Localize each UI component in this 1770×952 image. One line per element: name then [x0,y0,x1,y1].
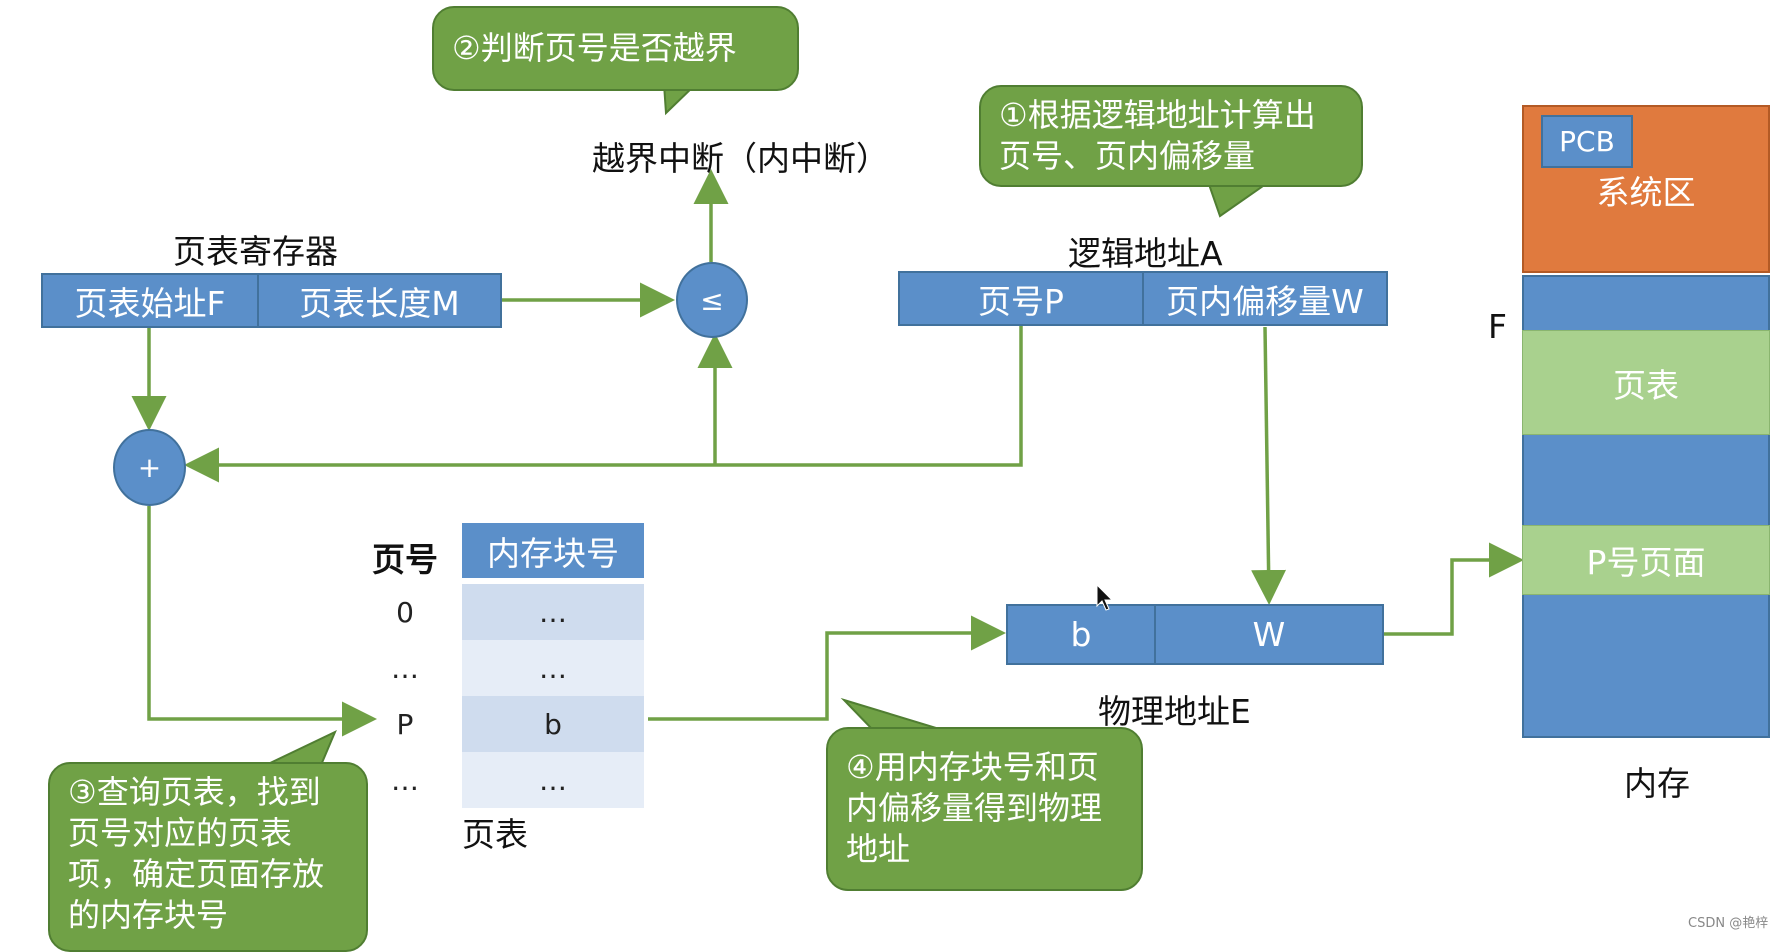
page-table-block-cell: … [462,752,644,808]
physical-offset: W [1154,604,1384,665]
memory-system-area-label: 系统区 [1596,173,1696,212]
watermark: CSDN @艳梓 [1688,916,1769,931]
callout-compute-page-no: ①根据逻辑地址计算出页号、页内偏移量 [979,85,1363,187]
page-table-block-cell: … [462,584,644,640]
memory-label: 内存 [1624,764,1690,803]
register-length: 页表长度M [257,273,502,328]
callout-compose-physical-address: ④用内存块号和页内偏移量得到物理地址 [826,727,1143,891]
add-operator: + [113,429,186,506]
memory-p-page-region: P号页面 [1522,525,1770,595]
page-table-page-cell: … [391,763,419,797]
arrow-block-b-to-physical [648,615,1006,721]
arrow-physical-to-memory-page [1384,542,1524,636]
page-table-page-cell: 0 [396,595,414,629]
physical-address-label: 物理地址E [1098,692,1251,731]
physical-block-number: b [1006,604,1156,665]
arrow-offset-to-physical [1251,326,1287,605]
page-table-col-block-header: 内存块号 [462,523,644,578]
logical-address-label: 逻辑地址A [1068,234,1223,273]
callout-check-bounds: ②判断页号是否越界 [432,6,799,91]
page-table-col-page-header: 页号 [372,540,438,579]
memory-page-table-region: 页表 [1522,330,1770,435]
arrow-add-to-table-row-p [147,506,377,737]
compare-operator: ≤ [676,262,748,338]
callout-lookup-page-table: ③查询页表，找到页号对应的页表项，确定页面存放的内存块号 [48,762,368,952]
overflow-interrupt-label: 越界中断（内中断） [592,139,889,178]
register-start-address: 页表始址F [41,273,259,328]
logical-page-no: 页号P [898,271,1144,326]
page-table-register-label: 页表寄存器 [173,232,338,271]
arrow-page-no-to-add [184,326,1023,483]
page-table-page-cell: P [396,707,414,741]
page-table-block-cell: b [462,696,644,752]
logical-offset: 页内偏移量W [1142,271,1388,326]
page-table-block-cell: … [462,640,644,696]
pcb-block: PCB [1541,115,1633,168]
mouse-cursor-icon [1096,584,1114,611]
page-table-page-cell: … [391,651,419,685]
f-marker-label: F [1488,307,1507,346]
page-table-label: 页表 [462,815,528,854]
